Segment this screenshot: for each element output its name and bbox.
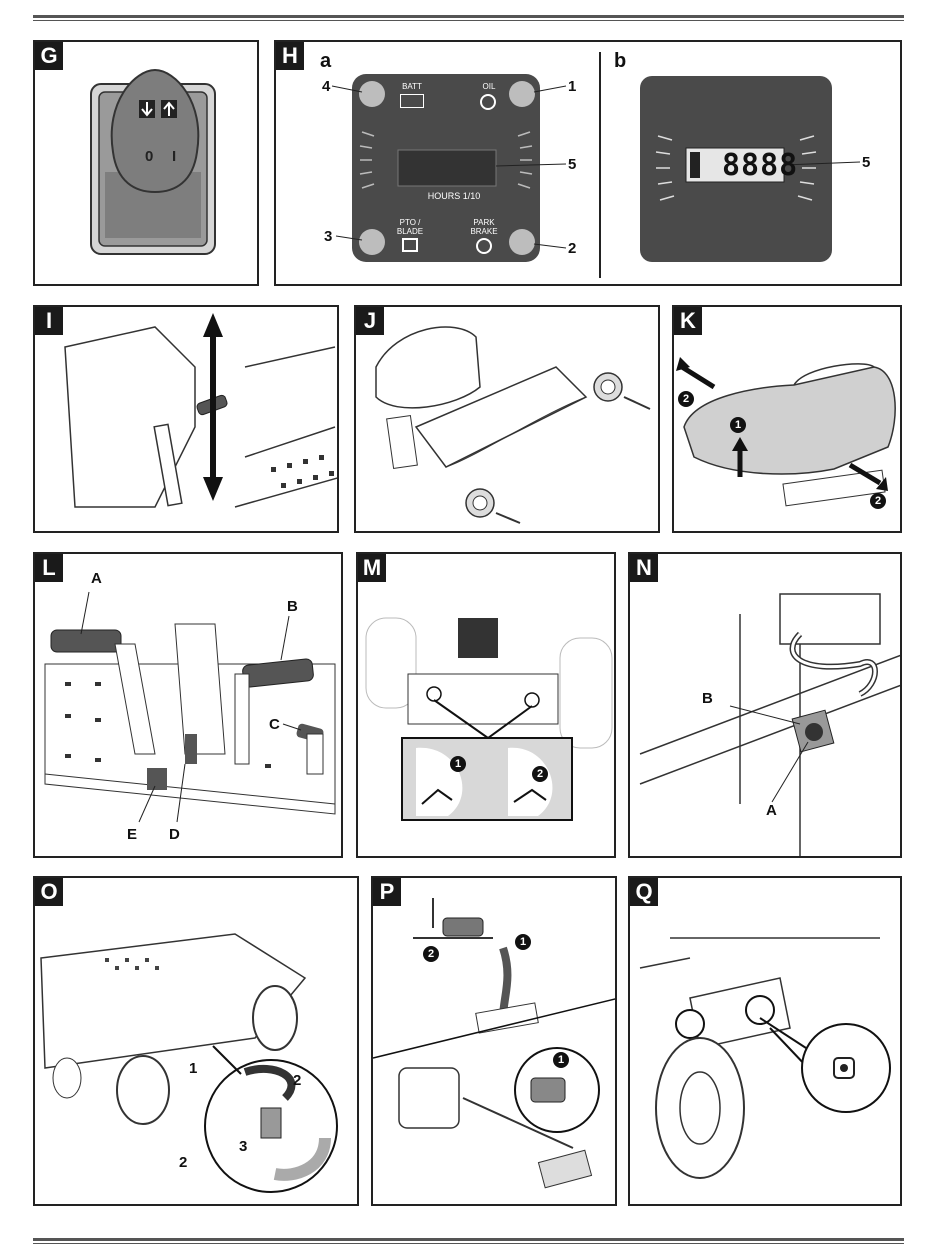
panel-k: K 1 2 2	[672, 305, 902, 533]
pto-icon	[402, 238, 418, 252]
seat-adjustment-illustration	[676, 357, 896, 507]
panel-p: P 1 2 1	[371, 876, 617, 1206]
callout-2-b: 2	[179, 1154, 188, 1171]
park-label-1: PARK	[473, 218, 495, 227]
switch-on-label: I	[172, 148, 177, 165]
step-1-bubble: 1	[730, 417, 746, 433]
step-2-bubble: 2	[870, 493, 886, 509]
oil-label: OIL	[482, 82, 496, 91]
step-2-bubble: 2	[423, 946, 439, 962]
batt-label: BATT	[402, 82, 422, 91]
step-1-bubble: 1	[450, 756, 466, 772]
switch-off-label: 0	[145, 148, 154, 165]
hours-label: HOURS 1/10	[427, 191, 481, 201]
hitch-bracket-illustration	[639, 593, 900, 856]
lcd-digits: 8888	[722, 148, 799, 183]
label-d: D	[169, 826, 180, 843]
panel-tag: J	[356, 307, 384, 335]
bottom-rule-thin	[33, 1243, 904, 1244]
panel-j: J	[354, 305, 660, 533]
label-a: A	[766, 802, 777, 819]
panel-i: I	[33, 305, 339, 533]
panel-tag: Q	[630, 878, 658, 906]
panel-tag: I	[35, 307, 63, 335]
callout-2: 2	[568, 240, 577, 257]
panel-q: Q	[628, 876, 902, 1206]
callout-3: 3	[239, 1138, 248, 1155]
panel-tag: M	[358, 554, 386, 582]
callout-1: 1	[568, 78, 577, 95]
tire-valve-illustration	[40, 933, 338, 1193]
battery-icon	[400, 94, 424, 108]
label-b: B	[287, 598, 298, 615]
fuel-line-illustration	[373, 898, 615, 1189]
panel-tag: K	[674, 307, 702, 335]
callout-5-b: 5	[862, 154, 871, 171]
callout-2: 2	[293, 1072, 302, 1089]
callout-1: 1	[189, 1060, 198, 1077]
step-1-bubble: 1	[553, 1052, 569, 1068]
callout-5: 5	[568, 156, 577, 173]
rear-pins-illustration	[365, 617, 613, 821]
panel-tag: G	[35, 42, 63, 70]
pto-label-1: PTO /	[399, 218, 421, 227]
callout-3: 3	[324, 228, 333, 245]
top-rule-thin	[33, 20, 904, 21]
step-2-bubble: 2	[532, 766, 548, 782]
panel-o: O 1 2 3 2	[33, 876, 359, 1206]
park-brake-icon	[476, 238, 492, 254]
panel-tag: L	[35, 554, 63, 582]
panel-n: N A B	[628, 552, 902, 858]
panel-tag: H	[276, 42, 304, 70]
mower-deck-wheels-illustration	[375, 326, 651, 524]
callout-4: 4	[322, 78, 331, 95]
label-b: B	[702, 690, 713, 707]
rocker-switch-illustration	[90, 68, 216, 255]
oil-pressure-icon	[480, 94, 496, 110]
panel-tag: O	[35, 878, 63, 906]
step-2-bubble: 2	[678, 391, 694, 407]
bottom-rule	[33, 1238, 904, 1241]
caster-wheel-illustration	[639, 937, 891, 1179]
panel-tag: P	[373, 878, 401, 906]
pedals-illustration	[44, 591, 336, 823]
step-1-bubble: 1	[515, 934, 531, 950]
panel-m: M 1 2	[356, 552, 616, 858]
label-a: A	[91, 570, 102, 587]
panel-l: L A B C D E	[33, 552, 343, 858]
subfigure-b-label: b	[614, 50, 627, 72]
panel-tag: N	[630, 554, 658, 582]
panel-h: H a b 4 1 3 2 5 5 BATT OIL HOURS 1/10	[274, 40, 902, 286]
panel-g: G 0 I	[33, 40, 259, 286]
subfigure-a-label: a	[320, 50, 332, 72]
park-label-2: BRAKE	[470, 227, 498, 236]
pto-label-2: BLADE	[396, 227, 424, 236]
label-c: C	[269, 716, 280, 733]
lift-lever-illustration	[64, 313, 337, 508]
top-rule	[33, 15, 904, 18]
label-e: E	[127, 826, 138, 843]
hour-meter-illustration	[331, 52, 861, 278]
